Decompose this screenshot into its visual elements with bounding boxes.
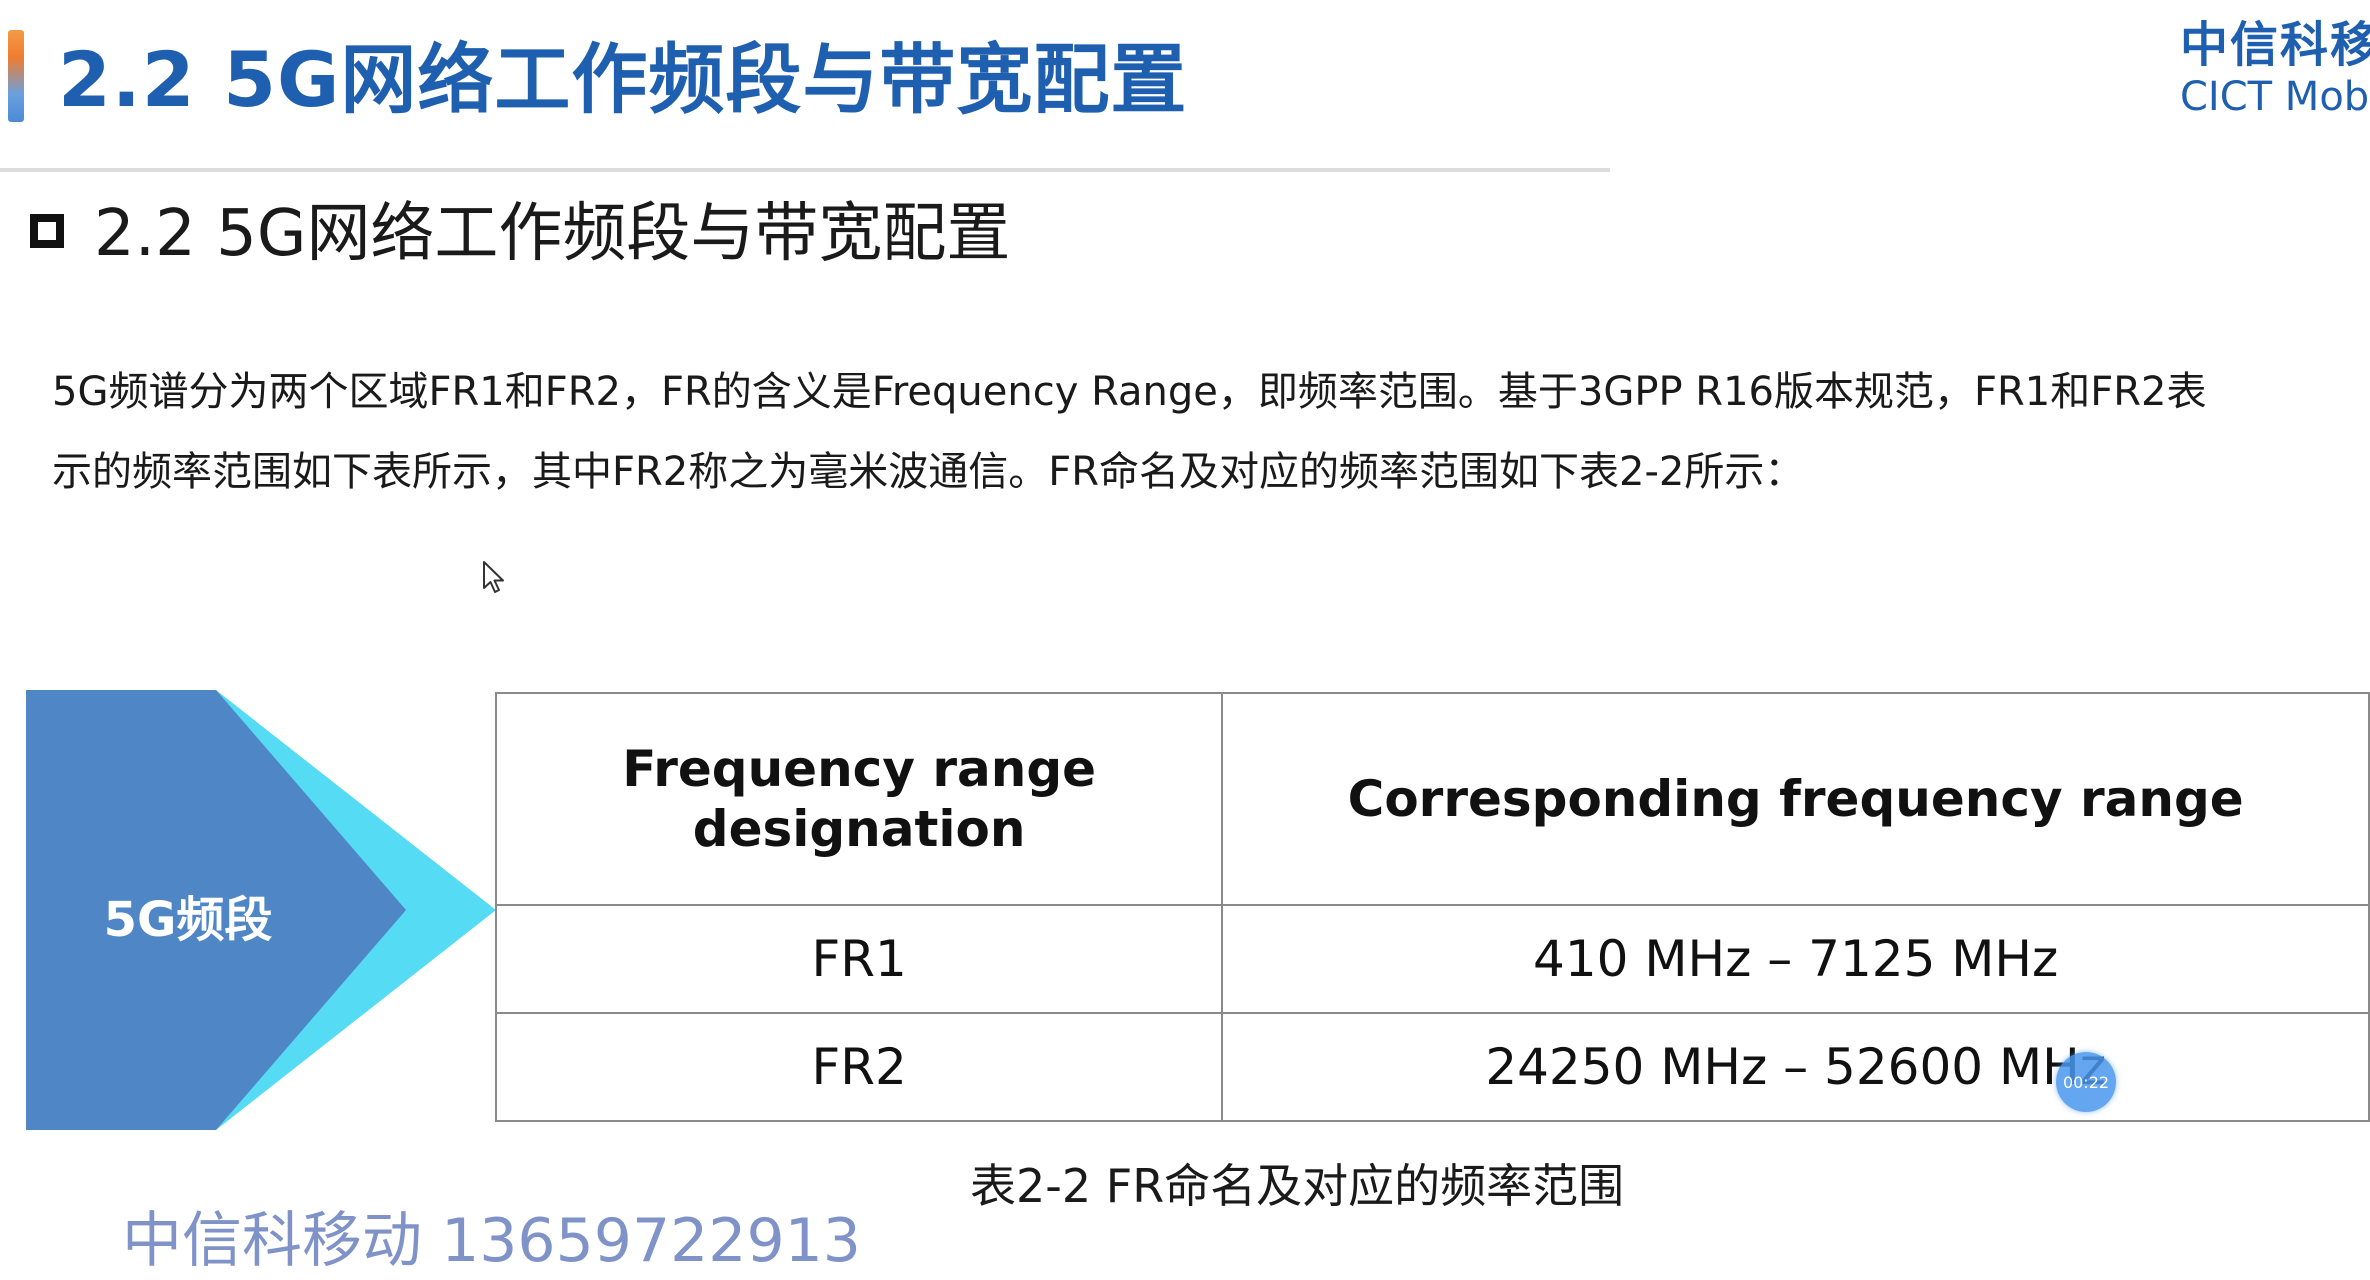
page-title: 2.2 5G网络工作频段与带宽配置 <box>58 35 1188 124</box>
logo-chinese-text: 中信科移 <box>2180 17 2370 73</box>
frequency-range-table: Frequency range designation Correspondin… <box>494 692 2370 1122</box>
chevron-main-shape <box>26 690 406 1130</box>
range-cell: 24250 MHz – 52600 MHz <box>1221 1012 2370 1122</box>
table-row: FR2 24250 MHz – 52600 MHz <box>494 1012 2370 1122</box>
recording-timer-badge[interactable]: 00:22 <box>2056 1052 2116 1112</box>
header-designation: Frequency range designation <box>494 692 1224 906</box>
header-designation-line-2: designation <box>692 800 1026 858</box>
range-cell: 410 MHz – 7125 MHz <box>1221 904 2370 1014</box>
header-frequency-range: Corresponding frequency range <box>1221 692 2370 906</box>
table-row: FR1 410 MHz – 7125 MHz <box>494 904 2370 1014</box>
5g-band-chevron-graphic <box>26 690 496 1130</box>
watermark-text: 中信科移动 13659722913 <box>122 1206 861 1276</box>
title-accent-bar <box>8 30 24 122</box>
paragraph-line-2: 示的频率范围如下表所示，其中FR2称之为毫米波通信。FR命名及对应的频率范围如下… <box>52 449 1805 495</box>
section-heading-text: 2.2 5G网络工作频段与带宽配置 <box>94 197 1011 271</box>
section-heading: 2.2 5G网络工作频段与带宽配置 <box>30 182 1010 274</box>
5g-band-label: 5G频段 <box>103 892 273 948</box>
paragraph-line-1: 5G频谱分为两个区域FR1和FR2，FR的含义是Frequency Range，… <box>52 369 2207 415</box>
mouse-pointer-icon <box>483 561 504 593</box>
hollow-square-bullet-icon <box>30 214 64 248</box>
header-divider <box>0 168 1610 172</box>
description-paragraph: 5G频谱分为两个区域FR1和FR2，FR的含义是Frequency Range，… <box>52 352 2370 512</box>
company-logo: 中信科移 CICT Mob <box>2180 16 2370 120</box>
table-header-row: Frequency range designation Correspondin… <box>494 692 2370 906</box>
header-designation-line-1: Frequency range <box>622 740 1097 798</box>
designation-cell: FR2 <box>494 1012 1224 1122</box>
logo-english-text: CICT Mob <box>2180 74 2370 120</box>
table-caption: 表2-2 FR命名及对应的频率范围 <box>970 1159 1625 1213</box>
designation-cell: FR1 <box>494 904 1224 1014</box>
